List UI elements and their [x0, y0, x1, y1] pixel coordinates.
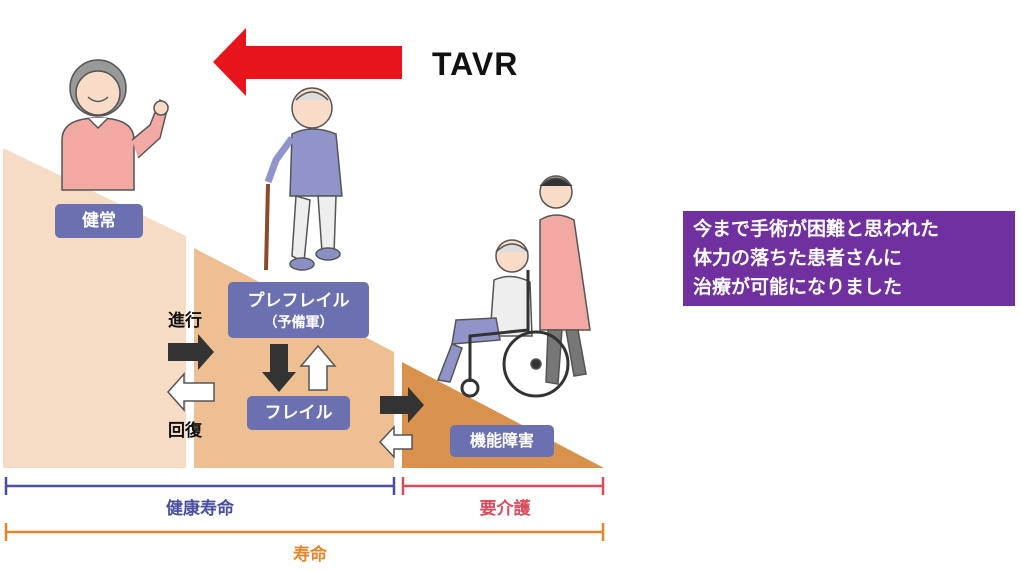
- healthy-slope: [3, 148, 186, 468]
- note-line-1: 今まで手術が困難と思われた: [693, 218, 940, 240]
- stage-healthy: 健常: [55, 204, 143, 238]
- lifespan-label: 寿命: [293, 545, 327, 565]
- tavr-label: TAVR: [432, 46, 519, 82]
- note-line-2: 体力の落ちた患者さんに: [693, 247, 903, 269]
- stage-prefrail-label: プレフレイル: [247, 291, 350, 311]
- healthy-elderly-woman-illustration: [61, 59, 169, 191]
- wheelchair-and-caregiver-illustration: [436, 175, 591, 398]
- disability-to-frail-arrow-left: [378, 425, 413, 459]
- progress-arrow-right: [168, 334, 214, 370]
- tavr-benefit-note: 今まで手術が困難と思われた 体力の落ちた患者さんに 治療が可能になりました: [683, 211, 1015, 306]
- healthy-life-bracket: [4, 477, 396, 495]
- note-line-3: 治療が可能になりました: [693, 276, 903, 298]
- recovery-arrow-left: [166, 372, 215, 412]
- lifespan-bracket: [4, 523, 605, 541]
- healthy-life-label: 健康寿命: [166, 499, 234, 519]
- stage-prefrail-sub-label: （予備軍）: [263, 315, 334, 331]
- stage-disability: 機能障害: [450, 425, 554, 457]
- frail-to-disability-arrow-right: [380, 387, 424, 423]
- elderly-man-with-cane-illustration: [264, 87, 343, 271]
- recovery-label: 回復: [168, 421, 202, 441]
- prefrail-to-frail-arrow-down: [262, 344, 296, 392]
- progress-label: 進行: [168, 311, 202, 331]
- stage-frail: フレイル: [247, 396, 350, 430]
- tavr-arrow: [213, 28, 402, 96]
- frail-to-prefrail-arrow-up: [299, 344, 337, 391]
- stage-prefrail: プレフレイル （予備軍）: [228, 282, 369, 338]
- prefrail-slope: [194, 248, 394, 468]
- care-needed-label: 要介護: [479, 499, 531, 519]
- care-needed-bracket: [401, 477, 605, 495]
